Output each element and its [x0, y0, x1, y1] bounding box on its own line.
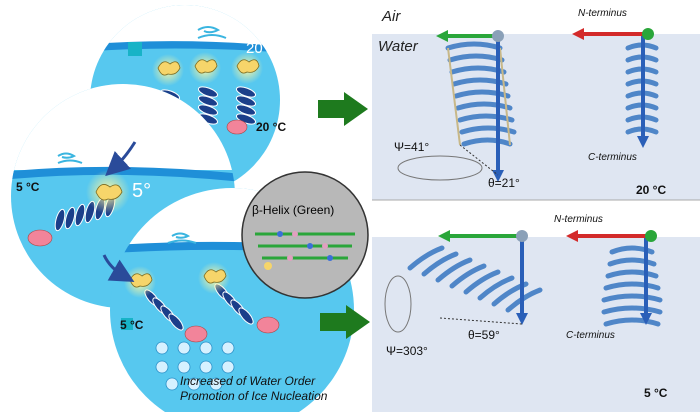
beta-helix-label: β-Helix (Green) — [252, 203, 335, 217]
flow-arrow-top — [318, 92, 368, 126]
n-terminus-label-bottom: N-terminus — [554, 214, 603, 225]
c-terminus-label-top: C-terminus — [588, 152, 637, 163]
temp-label-bottom-panel: 5 °C — [644, 386, 668, 400]
transition-arrow-2 — [102, 254, 135, 282]
caption-water-order: Increased of Water Order — [180, 374, 316, 388]
theta-label-bottom: θ=59° — [468, 328, 500, 342]
temp-label-top-panel: 20 °C — [636, 183, 667, 197]
angle-5-label: 5° — [132, 180, 152, 202]
temp-5c-label-bottom: 5 °C — [120, 318, 144, 332]
psi-label-bottom: Ψ=303° — [386, 344, 428, 358]
beta-helix-inset — [241, 171, 369, 299]
n-terminus-label-top: N-terminus — [578, 8, 627, 19]
temp-20c-label: 20 °C — [256, 120, 287, 134]
air-label: Air — [382, 8, 401, 25]
md-panel-5c — [372, 205, 700, 412]
water-label: Water — [378, 38, 418, 55]
caption-ice-nucleation: Promotion of Ice Nucleation — [180, 389, 328, 403]
angle-20-label: 20° — [246, 40, 269, 57]
psi-label-top: Ψ=41° — [394, 140, 430, 154]
flow-arrow-bottom — [320, 305, 370, 339]
temp-5c-label-mid: 5 °C — [16, 180, 40, 194]
theta-label-top: θ=21° — [488, 176, 520, 190]
c-terminus-label-bottom: C-terminus — [566, 330, 615, 341]
transition-arrow-1 — [105, 141, 137, 177]
md-panel-20c — [372, 0, 700, 201]
